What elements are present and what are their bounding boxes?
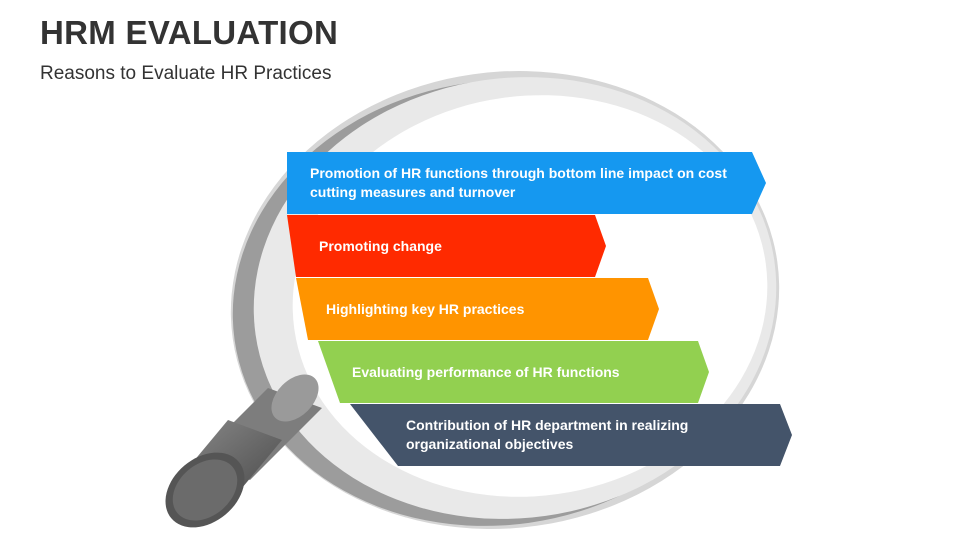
handle: [165, 374, 322, 528]
page-title: HRM EVALUATION: [40, 14, 339, 51]
arrow-4-shape: [318, 341, 709, 403]
arrow-1-label: Promotion of HR functions through bottom…: [310, 165, 727, 200]
arrow-1-shape: [287, 152, 766, 214]
arrow-4-label: Evaluating performance of HR functions: [352, 363, 620, 380]
page-subtitle: Reasons to Evaluate HR Practices: [40, 63, 332, 84]
arrow-2-label: Promoting change: [319, 237, 442, 254]
arrow-2-shape: [287, 215, 606, 277]
arrow-5-shape: [350, 404, 792, 466]
arrow-3-shape: [296, 278, 659, 340]
arrow-3-label: Highlighting key HR practices: [326, 300, 525, 317]
arrow-5-label: Contribution of HR department in realizi…: [406, 417, 689, 452]
